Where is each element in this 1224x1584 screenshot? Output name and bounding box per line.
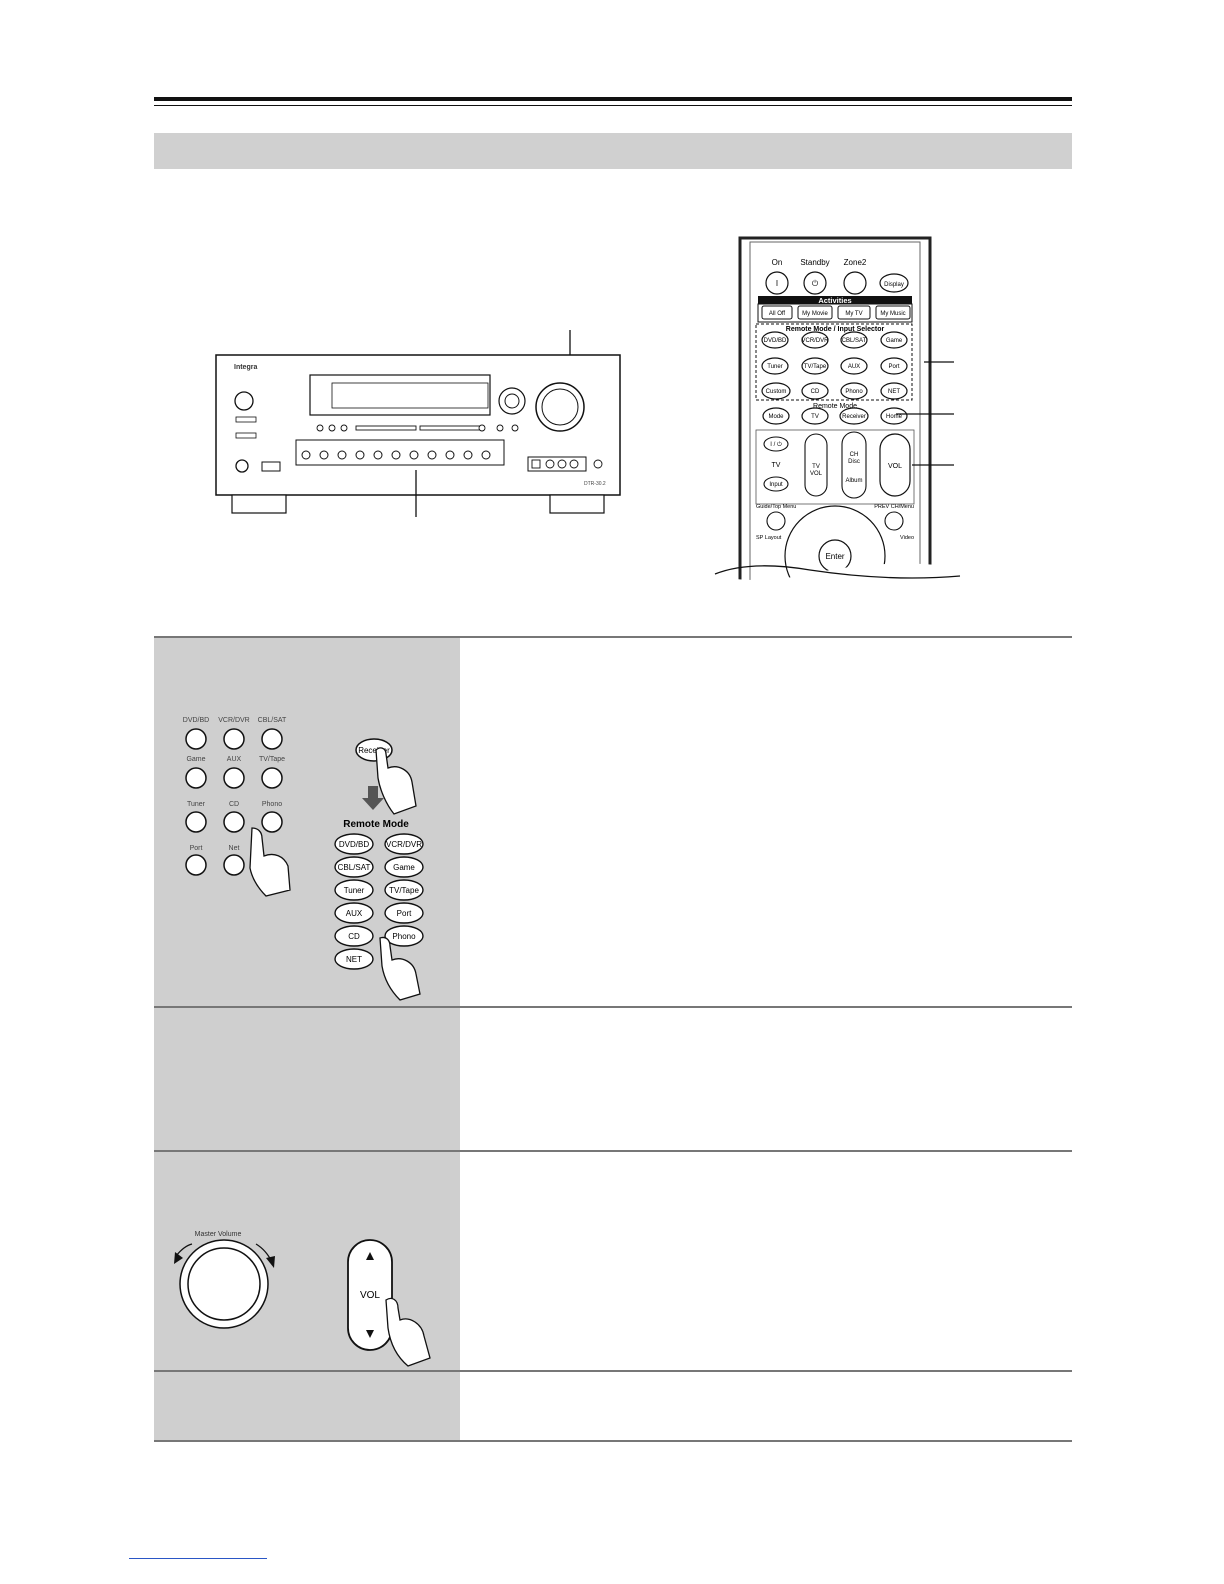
step-1-remote-buttons: Receiver Remote Mode DVD/BD VCR/D: [334, 738, 424, 1001]
svg-text:DVD/BD: DVD/BD: [339, 840, 369, 849]
svg-text:I / ⏻: I / ⏻: [770, 441, 782, 448]
svg-text:My Movie: My Movie: [802, 311, 828, 317]
on-label: On: [772, 258, 783, 267]
svg-text:DVD/BD: DVD/BD: [764, 338, 787, 344]
table-row-rule-1: [154, 1006, 1072, 1008]
header-rule-thin: [154, 105, 1072, 106]
svg-text:Port: Port: [888, 364, 899, 370]
svg-text:Net: Net: [229, 845, 240, 852]
enter-label: Enter: [825, 552, 844, 561]
svg-text:TV/Tape: TV/Tape: [259, 756, 285, 763]
svg-text:Tuner: Tuner: [767, 364, 782, 370]
svg-text:Game: Game: [186, 756, 205, 763]
svg-text:Guide/Top Menu: Guide/Top Menu: [756, 504, 796, 510]
step-row-2: [154, 1008, 1072, 1150]
svg-text:Display: Display: [884, 282, 904, 288]
svg-text:CD: CD: [811, 389, 820, 395]
svg-text:TV/Tape: TV/Tape: [804, 364, 827, 370]
step-1-receiver-button-label: Receiver: [358, 746, 390, 755]
standby-label: Standby: [800, 258, 829, 267]
remote-mode-subtitle: Remote Mode: [813, 403, 857, 410]
svg-text:AUX: AUX: [848, 364, 860, 370]
svg-text:My Music: My Music: [880, 311, 905, 317]
svg-text:TV/Tape: TV/Tape: [389, 886, 419, 895]
zone2-label: Zone2: [844, 258, 867, 267]
svg-text:Port: Port: [190, 845, 203, 852]
step-2-cell: [154, 1008, 460, 1150]
svg-text:Receiver: Receiver: [842, 414, 866, 420]
svg-text:Game: Game: [886, 338, 903, 344]
svg-text:⏻: ⏻: [812, 279, 819, 288]
svg-text:Tuner: Tuner: [187, 801, 206, 808]
step-row-3: Master Volume VOL: [154, 1152, 1072, 1370]
svg-text:VCR/DVR: VCR/DVR: [386, 840, 422, 849]
svg-text:Home: Home: [886, 414, 903, 420]
svg-text:Tuner: Tuner: [344, 886, 365, 895]
svg-text:Port: Port: [397, 909, 412, 918]
svg-text:Album: Album: [845, 478, 862, 484]
svg-text:DVD/BD: DVD/BD: [183, 717, 209, 724]
svg-text:VCR/DVR: VCR/DVR: [218, 717, 250, 724]
svg-text:My TV: My TV: [845, 311, 862, 317]
svg-text:All Off: All Off: [769, 311, 786, 317]
activities-title: Activities: [818, 296, 851, 305]
remote-selector-title: Remote Mode / Input Selector: [786, 326, 885, 333]
svg-text:PREV CH/Menu: PREV CH/Menu: [874, 504, 914, 510]
svg-text:NET: NET: [346, 955, 362, 964]
step-1-remote-mode-title: Remote Mode: [343, 819, 409, 830]
step-3-illustration-cell: Master Volume VOL: [154, 1152, 460, 1370]
svg-text:Phono: Phono: [845, 389, 863, 395]
svg-text:AUX: AUX: [227, 756, 242, 763]
remote-vol-label: VOL: [888, 463, 902, 470]
svg-text:Phono: Phono: [262, 801, 282, 808]
svg-text:Input: Input: [769, 482, 783, 488]
table-row-rule-3: [154, 1370, 1072, 1372]
svg-text:AUX: AUX: [346, 909, 363, 918]
svg-text:CD: CD: [229, 801, 239, 808]
receiver-brand: Integra: [234, 364, 257, 371]
step-row-1: DVD/BD VCR/DVR CBL/SAT Game AUX TV/Tape …: [154, 638, 1072, 1008]
remote-controller: On Standby Zone2 I ⏻ Display Activities …: [714, 236, 961, 580]
step-row-4: [154, 1372, 1072, 1440]
svg-text:CBL/SAT: CBL/SAT: [258, 717, 287, 724]
master-volume-label: Master Volume: [195, 1231, 242, 1238]
svg-text:I: I: [776, 279, 778, 288]
svg-text:NET: NET: [888, 389, 900, 395]
receiver-model: DTR-30.2: [584, 481, 606, 487]
section-title-band: [154, 133, 1072, 169]
receiver-front-panel: Integra DTR-30.2: [215, 330, 621, 517]
step-1-front-selector-buttons: DVD/BD VCR/DVR CBL/SAT Game AUX TV/Tape …: [183, 717, 424, 1001]
svg-text:Mode: Mode: [768, 414, 784, 420]
table-bottom-rule: [154, 1440, 1072, 1442]
svg-text:Custom: Custom: [766, 389, 787, 395]
svg-text:CD: CD: [348, 932, 360, 941]
svg-text:CBL/SAT: CBL/SAT: [338, 863, 371, 872]
table-top-rule: [154, 636, 1072, 638]
svg-text:VCR/DVR: VCR/DVR: [801, 338, 829, 344]
svg-text:Game: Game: [393, 863, 415, 872]
step-3-volume-controls: Master Volume VOL: [174, 1231, 431, 1367]
footer-link-underline[interactable]: [129, 1558, 267, 1559]
svg-text:CBL/SAT: CBL/SAT: [842, 338, 867, 344]
step-4-cell: [154, 1372, 460, 1440]
svg-text:SP Layout: SP Layout: [756, 535, 782, 541]
step-3-vol-label: VOL: [360, 1290, 380, 1301]
svg-text:Video: Video: [900, 535, 914, 541]
step-1-illustration-cell: DVD/BD VCR/DVR CBL/SAT Game AUX TV/Tape …: [154, 638, 460, 1008]
table-row-rule-2: [154, 1150, 1072, 1152]
header-rule-thick: [154, 97, 1072, 101]
svg-text:Phono: Phono: [392, 932, 416, 941]
svg-text:TV: TV: [811, 414, 819, 420]
svg-text:TV: TV: [772, 462, 781, 469]
